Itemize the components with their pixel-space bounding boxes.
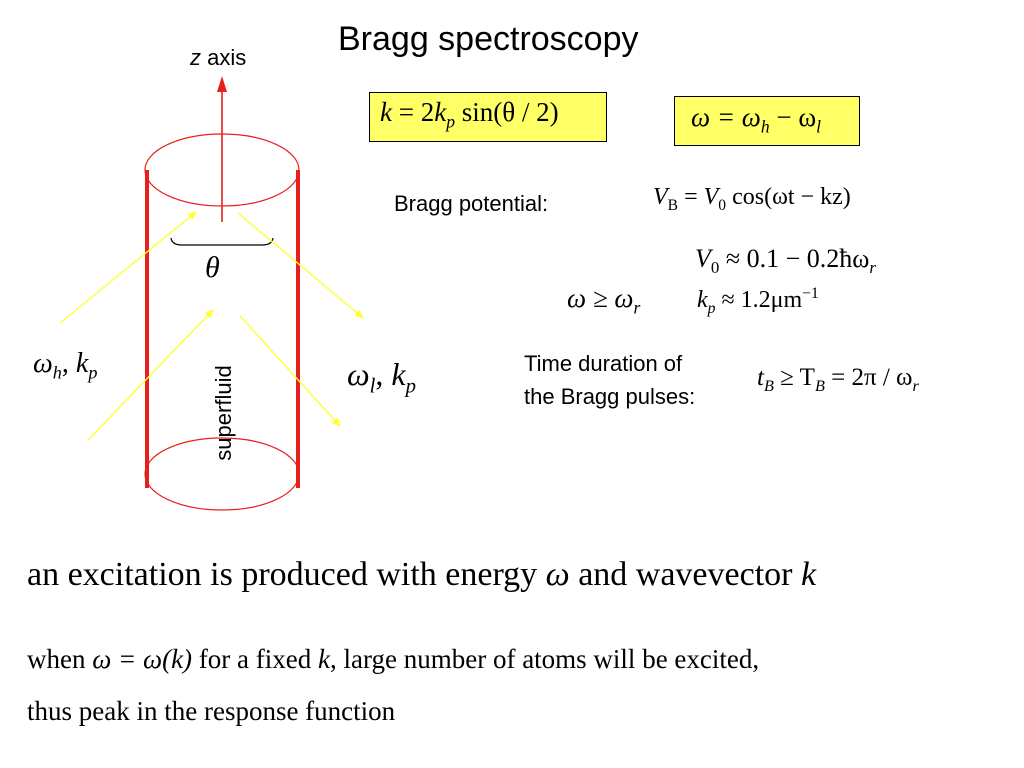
omega-relation: ω ≥ ωr — [567, 283, 641, 318]
page-title: Bragg spectroscopy — [338, 20, 639, 58]
incoming-beam-upper — [59, 211, 197, 324]
superfluid-label: superfluid — [211, 365, 236, 461]
z-axis-label: z axis — [190, 45, 246, 71]
time-duration-formula: tB ≥ TB = 2π / ωr — [757, 364, 919, 395]
incoming-beam-label: ωh, kp — [33, 348, 98, 383]
formula-k-box: k = 2kp sin(θ / 2) — [369, 92, 607, 142]
bragg-potential-label: Bragg potential: — [394, 191, 549, 216]
theta-label: θ — [205, 251, 220, 284]
time-duration-line1: Time duration of — [524, 351, 683, 376]
excitation-statement: an excitation is produced with energy ω … — [27, 556, 817, 593]
outgoing-beam-label: ωl, kp — [347, 356, 416, 398]
time-duration-line2: the Bragg pulses: — [524, 384, 696, 409]
condition-statement: when ω = ω(k) for a fixed k, large numbe… — [27, 644, 760, 674]
outgoing-beam-upper — [237, 212, 364, 319]
incoming-beam-lower — [87, 309, 214, 441]
z-axis-text: axis — [207, 45, 247, 70]
v0-relation: V0 ≈ 0.1 − 0.2ħωr — [695, 244, 876, 278]
z-axis-variable: z — [190, 45, 201, 70]
conclusion-statement: thus peak in the response function — [27, 696, 396, 726]
outgoing-beam-lower — [239, 315, 341, 427]
z-axis-arrowhead — [217, 76, 227, 92]
formula-omega-box: ω = ωh − ωl — [674, 96, 860, 146]
kp-relation: kp ≈ 1.2μm−1 — [697, 285, 819, 317]
bragg-potential-formula: VB = V0 cos(ωt − kz) — [653, 184, 851, 214]
theta-bracket — [170, 237, 274, 246]
